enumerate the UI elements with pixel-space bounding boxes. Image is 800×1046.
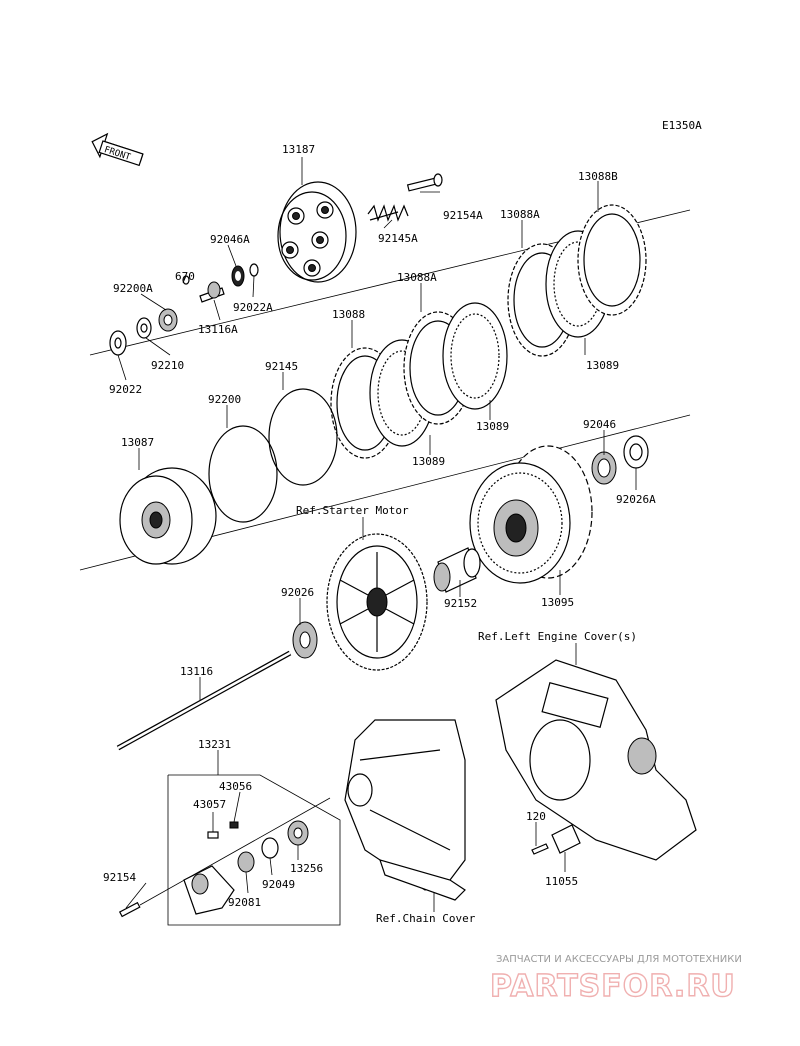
o-ring-92200 [208, 425, 278, 523]
label-11055: 11055 [545, 875, 578, 888]
label-92046: 92046 [583, 418, 616, 431]
label-92046A: 92046A [210, 233, 250, 246]
label-13088B: 13088B [578, 170, 618, 183]
label-13089-a: 13089 [586, 359, 619, 372]
pushrod-13116 [116, 650, 292, 751]
left-engine-cover [495, 659, 697, 861]
nut-92200A [158, 308, 178, 332]
label-92145: 92145 [265, 360, 298, 373]
label-92022A: 92022A [233, 301, 273, 314]
label-13089-b: 13089 [476, 420, 509, 433]
clutch-hub-13087 [119, 467, 217, 565]
washer-92026 [292, 621, 318, 659]
needle-bearing-92046 [591, 451, 617, 485]
label-92081: 92081 [228, 896, 261, 909]
label-92026A: 92026A [616, 493, 656, 506]
leader-lines [117, 157, 637, 912]
cap-43056 [229, 821, 239, 829]
diagram-code: E1350A [662, 119, 702, 132]
ref-chain-cover: Ref.Chain Cover [376, 912, 476, 925]
bracket-11055 [551, 824, 581, 854]
label-13256: 13256 [290, 862, 323, 875]
clutch-housing-13095 [469, 445, 593, 584]
bolt-92154 [118, 901, 141, 918]
friction-plate-13088B [577, 204, 647, 316]
starter-gear [326, 533, 428, 671]
label-13087: 13087 [121, 436, 154, 449]
label-13187: 13187 [282, 143, 315, 156]
bleeder-43057 [207, 831, 219, 839]
bearing-92046A [231, 265, 245, 287]
label-92154: 92154 [103, 871, 136, 884]
label-13116A: 13116A [198, 323, 238, 336]
washer-92022A [249, 263, 259, 277]
label-92049: 92049 [262, 878, 295, 891]
slave-cylinder-box [139, 774, 341, 926]
label-92145A: 92145A [378, 232, 418, 245]
label-92210: 92210 [151, 359, 184, 372]
label-13089-c: 13089 [412, 455, 445, 468]
piston-13256 [287, 820, 309, 846]
ref-starter-motor: Ref.Starter Motor [296, 504, 409, 517]
ref-left-engine-cover: Ref.Left Engine Cover(s) [478, 630, 637, 643]
label-43056: 43056 [219, 780, 252, 793]
bolt-120 [531, 843, 549, 855]
chain-cover [344, 719, 466, 901]
label-13231: 13231 [198, 738, 231, 751]
label-92200A: 92200A [113, 282, 153, 295]
seal-92081 [237, 851, 255, 873]
pressure-plate-13187 [277, 181, 357, 283]
label-92154A: 92154A [443, 209, 483, 222]
steel-plate-13089-b [442, 302, 508, 410]
washer-92210 [136, 317, 152, 339]
label-13088: 13088 [332, 308, 365, 321]
label-92200: 92200 [208, 393, 241, 406]
label-92026: 92026 [281, 586, 314, 599]
pushrod-13116A [199, 281, 225, 303]
label-120: 120 [526, 810, 546, 823]
slave-cylinder-13231 [183, 865, 235, 915]
label-13088A-top: 13088A [500, 208, 540, 221]
sleeve-92152 [433, 547, 481, 593]
spring-92049 [261, 837, 279, 859]
label-92022: 92022 [109, 383, 142, 396]
label-13088A-mid: 13088A [397, 271, 437, 284]
front-arrow-icon: FRONT [91, 132, 144, 167]
spring-92145A [367, 204, 409, 222]
label-43057: 43057 [193, 798, 226, 811]
o-ring-92145 [268, 388, 338, 486]
label-670: 670 [175, 270, 195, 283]
label-13116: 13116 [180, 665, 213, 678]
washer-92026A [623, 435, 649, 469]
washer-92022 [109, 330, 127, 356]
watermark-tagline: ЗАПЧАСТИ И АКСЕССУАРЫ ДЛЯ МОТОТЕХНИКИ [496, 954, 742, 965]
bolt-92154A [406, 173, 443, 192]
label-92152: 92152 [444, 597, 477, 610]
watermark-logo: PARTSFOR.RU [490, 969, 736, 1004]
label-13095: 13095 [541, 596, 574, 609]
